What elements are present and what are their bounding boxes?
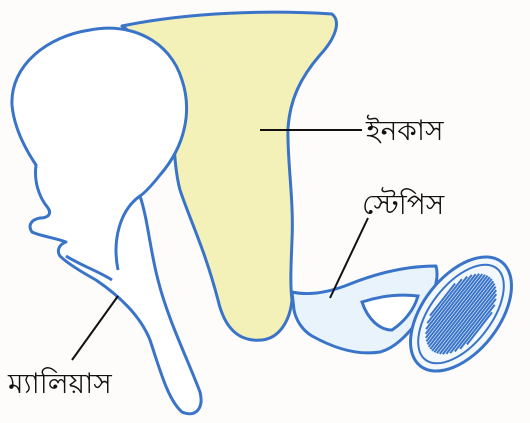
malleus-label: ম্যালিয়াস (7, 367, 112, 400)
stapes-label: স্টেপিস (362, 187, 445, 221)
malleus-leader-line (72, 296, 118, 360)
malleus-bone (12, 28, 201, 414)
incus-label: ইনকাস (365, 114, 444, 147)
